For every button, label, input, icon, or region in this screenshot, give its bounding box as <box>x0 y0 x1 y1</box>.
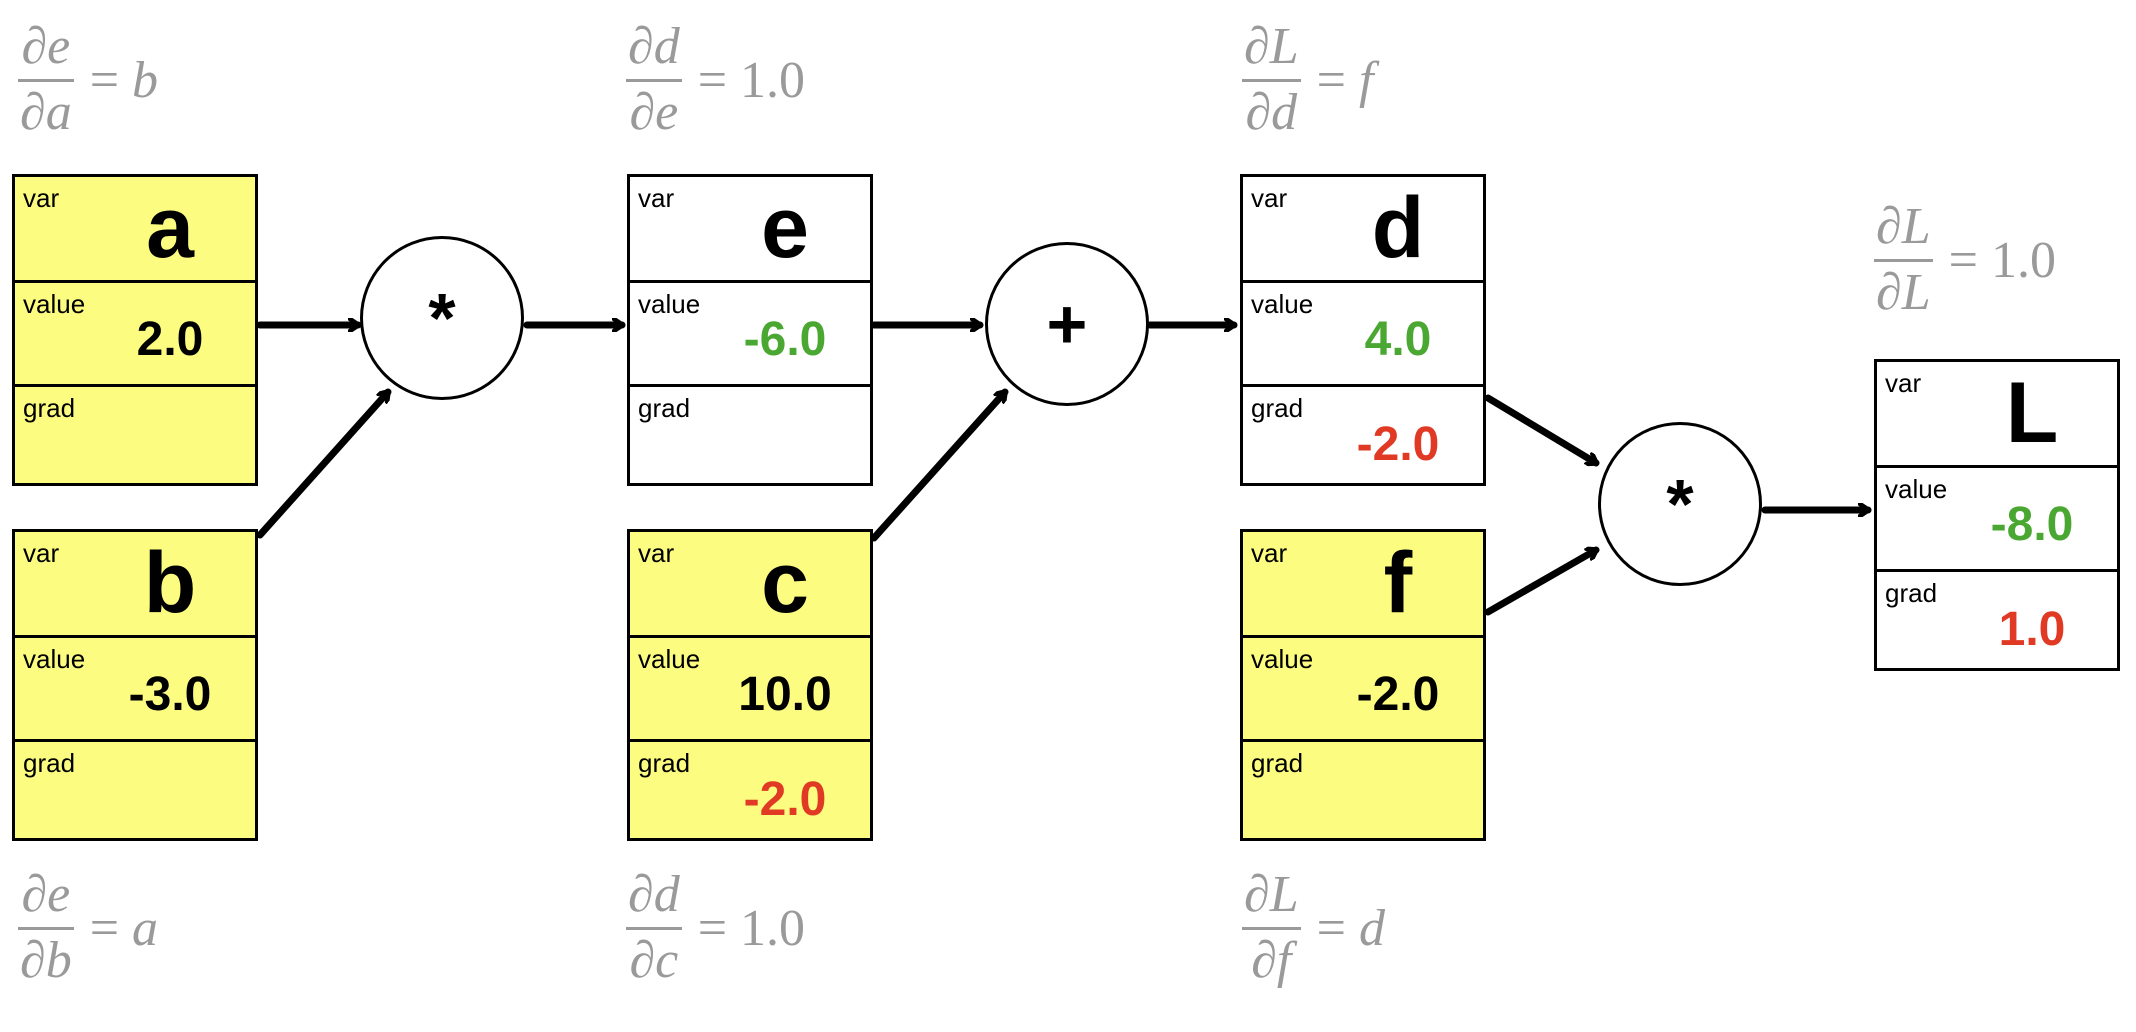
annotation-dL-dd: ∂L ∂d = f <box>1242 18 1374 141</box>
frac-rhs: = <box>1316 51 1359 109</box>
node-f: var f value -2.0 grad <box>1240 529 1486 841</box>
annotation-de-da: ∂e ∂a = b <box>18 18 159 141</box>
frac-rhs: = <box>1316 899 1359 957</box>
frac-denominator: ∂L <box>1876 263 1931 321</box>
frac-numerator: ∂L <box>1244 866 1299 923</box>
edge-b-to-mul <box>256 388 392 539</box>
edge-d-to-mul <box>1484 394 1600 467</box>
node-L: var L value -8.0 grad 1.0 <box>1874 359 2120 671</box>
var-name: b <box>143 535 197 631</box>
grad-text: -2.0 <box>1356 417 1440 471</box>
value-label: value <box>23 644 86 674</box>
value-text: 10.0 <box>738 668 832 721</box>
var-name: L <box>2005 365 2059 461</box>
value-text: 2.0 <box>136 313 204 366</box>
frac-rhs-var: a <box>132 899 159 957</box>
grad-label: grad <box>638 748 691 778</box>
grad-text: 1.0 <box>1998 602 2066 656</box>
grad-text <box>85 754 255 844</box>
frac-numerator: ∂d <box>628 866 680 923</box>
value-label: value <box>638 289 701 319</box>
var-label: var <box>1885 368 1922 398</box>
grad-label: grad <box>1251 393 1304 423</box>
frac-rhs: = <box>89 51 133 109</box>
grad-text <box>1313 754 1483 844</box>
frac-numerator: ∂L <box>1876 198 1931 255</box>
annotation-dd-dc: ∂d ∂c = 1.0 <box>626 866 806 989</box>
value-label: value <box>1885 474 1948 504</box>
var-label: var <box>638 538 675 568</box>
node-e: var e value -6.0 grad <box>627 174 873 486</box>
value-label: value <box>638 644 701 674</box>
frac-denominator: ∂d <box>1245 83 1298 141</box>
var-name: a <box>146 180 194 276</box>
grad-label: grad <box>23 748 76 778</box>
frac-rhs: = 1.0 <box>1948 231 2056 289</box>
frac-denominator: ∂c <box>629 931 679 989</box>
value-label: value <box>1251 289 1314 319</box>
frac-rhs: = <box>89 899 133 957</box>
frac-numerator: ∂L <box>1244 18 1299 75</box>
frac-denominator: ∂a <box>20 83 72 141</box>
node-d: var d value 4.0 grad -2.0 <box>1240 174 1486 486</box>
value-text: -2.0 <box>1356 668 1440 721</box>
frac-denominator: ∂f <box>1251 931 1292 989</box>
frac-numerator: ∂e <box>21 18 71 75</box>
var-name: c <box>761 535 809 631</box>
frac-rhs: = 1.0 <box>697 899 806 957</box>
value-text: -3.0 <box>128 668 212 721</box>
frac-rhs: = 1.0 <box>697 51 806 109</box>
var-label: var <box>23 183 60 213</box>
grad-text <box>700 399 870 489</box>
op-add: + <box>985 242 1149 406</box>
annotation-de-db: ∂e ∂b = a <box>18 866 159 989</box>
node-a: var a value 2.0 grad <box>12 174 258 486</box>
op-multiply-2: * <box>1598 422 1762 586</box>
frac-rhs-var: b <box>132 51 159 109</box>
op-multiply-1: * <box>360 236 524 400</box>
frac-denominator: ∂e <box>629 83 679 141</box>
var-label: var <box>638 183 675 213</box>
frac-rhs-var: f <box>1358 51 1374 109</box>
grad-text: -2.0 <box>743 772 827 826</box>
var-name: e <box>761 180 809 276</box>
node-b: var b value -3.0 grad <box>12 529 258 841</box>
grad-label: grad <box>23 393 76 423</box>
annotation-dL-dL: ∂L ∂L = 1.0 <box>1874 198 2056 321</box>
grad-label: grad <box>1251 748 1304 778</box>
annotation-dd-de: ∂d ∂e = 1.0 <box>626 18 806 141</box>
edge-c-to-add <box>870 388 1009 542</box>
frac-numerator: ∂e <box>21 866 71 923</box>
frac-rhs-var: d <box>1358 899 1385 957</box>
var-name: f <box>1383 535 1413 631</box>
value-label: value <box>23 289 86 319</box>
grad-text <box>85 399 255 489</box>
frac-denominator: ∂b <box>20 931 72 989</box>
var-label: var <box>1251 183 1288 213</box>
grad-label: grad <box>638 393 691 423</box>
var-label: var <box>23 538 60 568</box>
value-text: -8.0 <box>1990 498 2074 551</box>
value-label: value <box>1251 644 1314 674</box>
var-name: d <box>1371 180 1425 276</box>
var-label: var <box>1251 538 1288 568</box>
annotation-dL-df: ∂L ∂f = d <box>1242 866 1385 989</box>
value-text: 4.0 <box>1364 313 1432 366</box>
grad-label: grad <box>1885 578 1938 608</box>
edge-f-to-mul <box>1484 546 1600 616</box>
value-text: -6.0 <box>743 313 827 366</box>
frac-numerator: ∂d <box>628 18 680 75</box>
node-c: var c value 10.0 grad -2.0 <box>627 529 873 841</box>
